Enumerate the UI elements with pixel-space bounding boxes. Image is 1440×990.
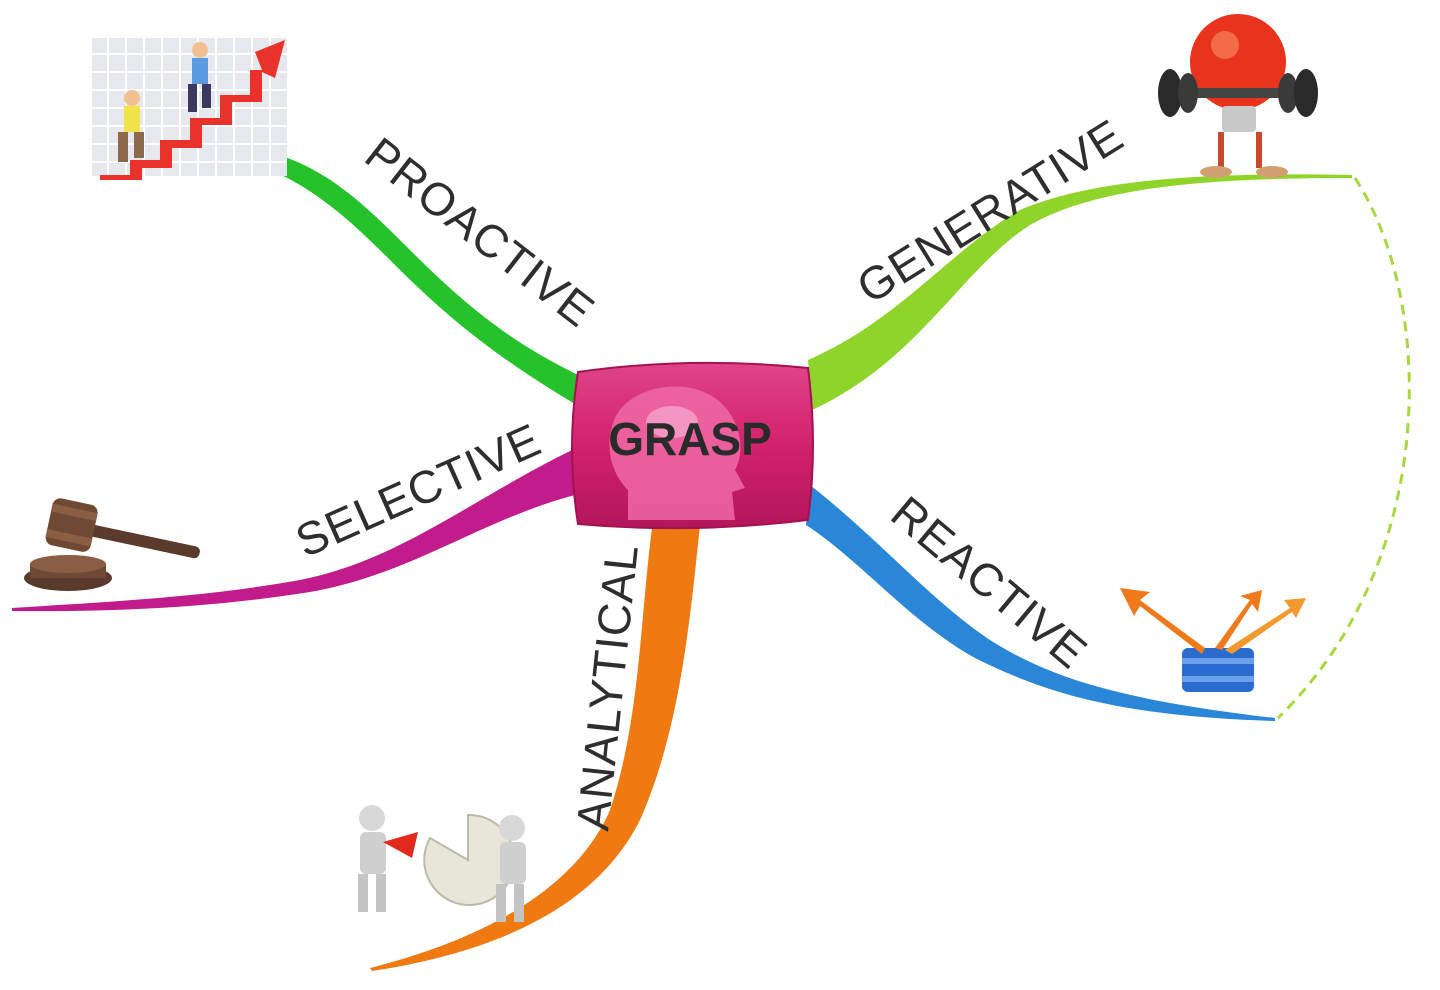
growth-stairs-icon: [92, 38, 287, 180]
pie-chart-figures-icon: [358, 805, 526, 922]
branch-selective: [12, 450, 575, 612]
head-silhouette-icon: [609, 386, 745, 520]
center-label: GRASP: [608, 413, 772, 465]
arrows-barrel-icon: [1120, 588, 1306, 692]
label-proactive: PROACTIVE: [356, 127, 605, 337]
branch-generative: [808, 174, 1352, 410]
gavel-icon: [24, 498, 200, 591]
branch-reactive: [806, 485, 1275, 721]
lightbulb-weightlifter-icon: [1158, 14, 1318, 178]
dashed-connector: [1276, 177, 1411, 720]
center-node[interactable]: GRASP: [571, 361, 814, 530]
branch-analytical: [370, 525, 700, 971]
label-generative: GENERATIVE: [848, 109, 1133, 314]
branch-proactive: [195, 144, 600, 411]
